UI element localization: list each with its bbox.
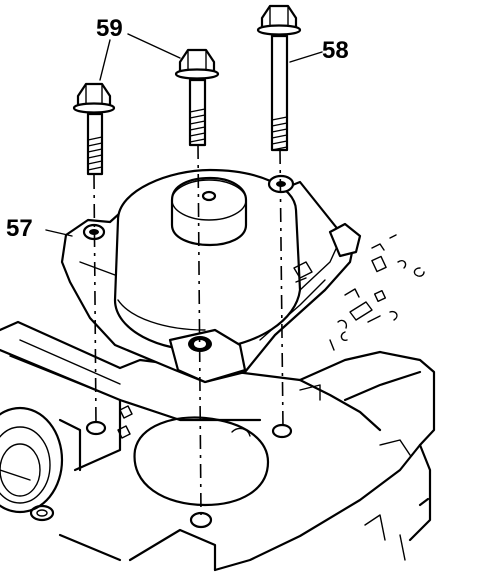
bolt-59-middle: [174, 48, 220, 147]
bolt-59-left: [72, 82, 116, 176]
callout-57: 57: [6, 215, 33, 242]
callout-58: 58: [322, 37, 349, 64]
leader-lines: [45, 33, 323, 237]
actuator-cover: [60, 168, 362, 384]
housing-markings: [329, 234, 425, 351]
bolt-alignment-lines: [93, 144, 284, 516]
housing-bore-left: [0, 406, 64, 514]
base-housing: [0, 320, 436, 572]
housing-holes: [29, 405, 430, 529]
housing-recess: [133, 416, 270, 507]
bolt-58-right: [256, 4, 302, 152]
callout-59: 59: [96, 15, 123, 42]
